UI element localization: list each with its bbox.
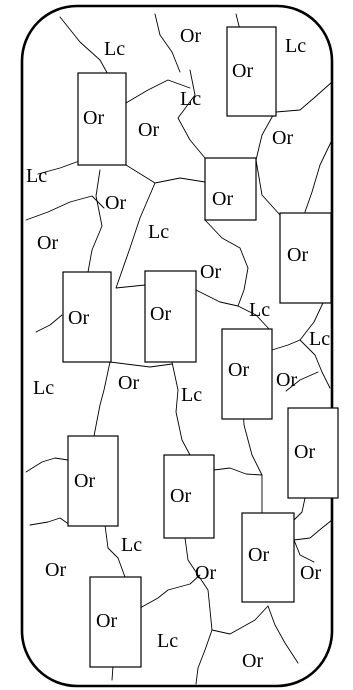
label-lc: Lc xyxy=(249,299,270,321)
label-lc: Lc xyxy=(181,384,202,406)
label-or: Or xyxy=(45,559,66,581)
label-or: Or xyxy=(300,562,321,584)
label-or: Or xyxy=(242,650,263,672)
label-or: Or xyxy=(228,359,249,381)
label-lc: Lc xyxy=(104,38,125,60)
label-or: Or xyxy=(96,610,117,632)
label-or: Or xyxy=(74,470,95,492)
label-or: Or xyxy=(83,107,104,129)
label-lc: Lc xyxy=(148,221,169,243)
label-lc: Lc xyxy=(121,534,142,556)
label-or: Or xyxy=(118,372,139,394)
label-or: Or xyxy=(212,188,233,210)
label-lc: Lc xyxy=(26,165,47,187)
label-or: Or xyxy=(68,307,89,329)
label-lc: Lc xyxy=(180,88,201,110)
label-or: Or xyxy=(200,261,221,283)
label-or: Or xyxy=(105,192,126,214)
label-or: Or xyxy=(287,244,308,266)
label-or: Or xyxy=(232,60,253,82)
label-or: Or xyxy=(150,303,171,325)
label-lc: Lc xyxy=(33,377,54,399)
label-lc: Lc xyxy=(309,328,330,350)
label-or: Or xyxy=(37,232,58,254)
label-or: Or xyxy=(272,127,293,149)
label-or: Or xyxy=(170,485,191,507)
label-lc: Lc xyxy=(157,630,178,652)
label-or: Or xyxy=(180,25,201,47)
label-or: Or xyxy=(195,562,216,584)
label-or: Or xyxy=(138,119,159,141)
label-or: Or xyxy=(276,369,297,391)
label-or: Or xyxy=(248,544,269,566)
label-or: Or xyxy=(294,441,315,463)
label-lc: Lc xyxy=(285,35,306,57)
